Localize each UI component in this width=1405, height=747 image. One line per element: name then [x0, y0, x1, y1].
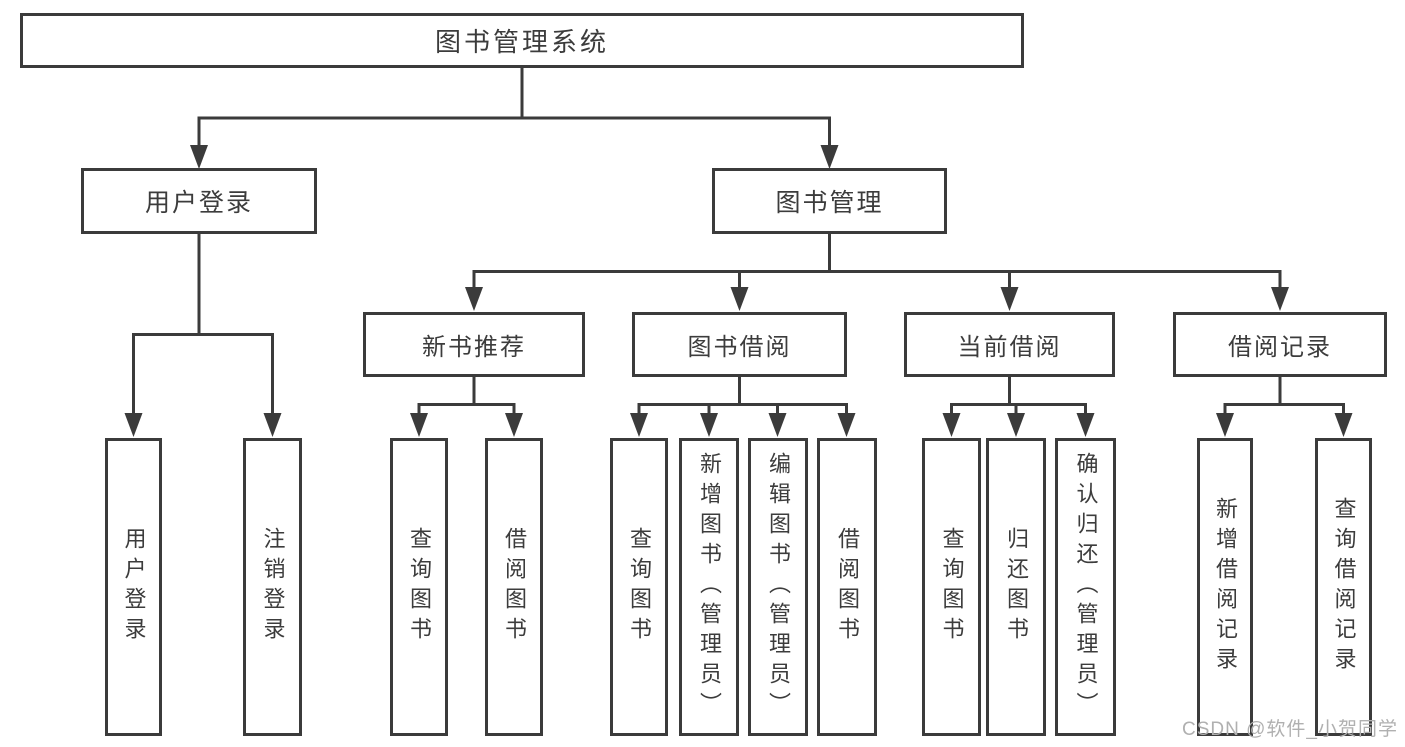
- node-leaf-add-book: 新增图书（管理员）: [679, 438, 739, 736]
- node-leaf-add-record: 新增借阅记录: [1197, 438, 1253, 736]
- arrowhead-user-login: [190, 145, 208, 169]
- node-leaf-confirm-return: 确认归还（管理员）: [1055, 438, 1116, 736]
- arrowhead-borrow-book-1: [505, 413, 523, 437]
- connector-records-branch: [1223, 403, 1345, 420]
- connector-newrec-branch: [417, 403, 516, 420]
- arrowhead-borrow-book-2: [837, 413, 856, 437]
- node-leaf-edit-book: 编辑图书（管理员）: [748, 438, 808, 736]
- arrowhead-return-book: [1007, 413, 1025, 437]
- connector-mgmt-branch: [472, 270, 1282, 300]
- connector-user-branch: [132, 333, 274, 420]
- arrowhead-book-borrow: [730, 287, 749, 311]
- arrowhead-book-mgmt: [820, 145, 839, 169]
- node-leaf-logout: 注销登录: [243, 438, 302, 736]
- node-new-book-rec: 新书推荐: [363, 312, 585, 377]
- arrowhead-add-record: [1216, 413, 1234, 437]
- arrowhead-confirm-return: [1076, 413, 1095, 437]
- arrowhead-leaf-user-login: [124, 413, 143, 437]
- arrowhead-current-borrow: [1000, 287, 1019, 311]
- arrowhead-query-book-3: [942, 413, 961, 437]
- node-current-borrow: 当前借阅: [904, 312, 1115, 377]
- node-user-login: 用户登录: [81, 168, 317, 234]
- csdn-watermark: CSDN @软件_小贺同学: [1182, 719, 1398, 740]
- node-leaf-return-book: 归还图书: [986, 438, 1046, 736]
- connector-root-branch: [197, 116, 831, 152]
- arrowhead-query-book-1: [410, 413, 428, 437]
- arrowhead-query-record: [1334, 413, 1353, 437]
- node-leaf-query-book-1: 查询图书: [390, 438, 448, 736]
- node-leaf-query-book-2: 查询图书: [610, 438, 668, 736]
- arrowhead-new-book-rec: [465, 287, 483, 311]
- node-leaf-borrow-book-1: 借阅图书: [485, 438, 543, 736]
- node-root: 图书管理系统: [20, 13, 1024, 68]
- arrowhead-leaf-logout: [263, 413, 282, 437]
- node-leaf-query-record: 查询借阅记录: [1315, 438, 1372, 736]
- node-book-mgmt: 图书管理: [712, 168, 947, 234]
- node-leaf-borrow-book-2: 借阅图书: [817, 438, 877, 736]
- node-leaf-query-book-3: 查询图书: [922, 438, 981, 736]
- arrowhead-borrow-records: [1271, 287, 1289, 311]
- node-leaf-user-login: 用户登录: [105, 438, 162, 736]
- node-borrow-records: 借阅记录: [1173, 312, 1387, 377]
- node-book-borrow: 图书借阅: [632, 312, 847, 377]
- arrowhead-add-book: [700, 413, 718, 437]
- connector-current-branch: [950, 403, 1087, 420]
- arrowhead-query-book-2: [630, 413, 648, 437]
- connector-borrow-branch: [637, 403, 848, 420]
- arrowhead-edit-book: [768, 413, 787, 437]
